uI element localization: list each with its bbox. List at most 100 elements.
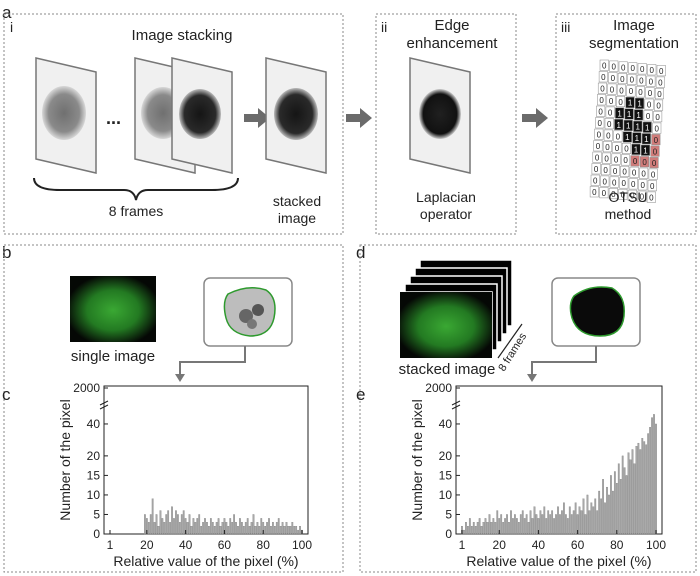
histogram-bar: [241, 522, 243, 535]
histogram-bar: [610, 475, 612, 535]
grid-cell-value: 0: [607, 120, 612, 129]
frames-label: 8 frames: [109, 203, 163, 219]
histogram-bar: [155, 514, 158, 535]
grid-cell: [601, 164, 611, 176]
grid-cell: [641, 133, 651, 145]
histogram-bar: [293, 526, 296, 535]
grid-cell: [625, 96, 635, 108]
histogram-bar: [584, 514, 587, 535]
grid-cell: [624, 108, 634, 120]
histogram-bar: [561, 510, 563, 535]
x-tick-label: 20: [140, 538, 154, 552]
histogram-bar: [217, 518, 220, 535]
grid-cell-value: 0: [611, 74, 616, 83]
grid-cell: [642, 121, 652, 133]
x-tick-label: 60: [571, 538, 585, 552]
grid-cell: [591, 163, 601, 175]
grid-cell: [599, 59, 609, 71]
histogram-bar: [180, 514, 183, 535]
grid-cell-value: 0: [641, 181, 646, 190]
histogram-bar: [144, 514, 146, 535]
histogram-bar: [264, 526, 267, 535]
histogram-bar: [533, 506, 536, 535]
histogram-bar: [209, 518, 212, 535]
histogram-bar: [598, 490, 601, 535]
grid-cell: [622, 131, 632, 143]
axis-break-mark: [451, 400, 461, 410]
histogram-bar: [213, 526, 216, 535]
grid-cell: [616, 84, 626, 96]
grid-cell-value: 1: [636, 111, 641, 120]
histogram-bar: [194, 522, 197, 535]
grid-cell-value: 1: [634, 146, 639, 155]
plot-frame: [455, 385, 663, 535]
grid-cell-value: 0: [623, 156, 628, 165]
histogram-bar: [169, 522, 171, 535]
step-ii-frame: [375, 13, 517, 235]
grid-cell: [647, 64, 657, 76]
grid-cell-value: 0: [592, 188, 597, 197]
x-tick-label: 80: [257, 538, 271, 552]
panel-letter-a: a: [2, 3, 12, 22]
histogram-bar: [161, 518, 164, 535]
histogram-bar: [270, 526, 272, 535]
grid-cell: [649, 157, 659, 169]
grid-cell-value: 0: [622, 179, 627, 188]
histogram-bar: [182, 510, 185, 535]
grid-cell-value: 0: [650, 182, 655, 191]
grid-cell-value: 0: [603, 166, 608, 175]
grid-cell-value: 0: [624, 145, 629, 154]
grid-cell-value: 0: [615, 144, 620, 153]
stacked-image-caption: stacked image: [399, 361, 496, 378]
histogram-bar: [613, 471, 616, 535]
grid-cell-value: 0: [650, 66, 655, 75]
histogram-bar: [547, 510, 550, 535]
grid-cell-value: 0: [603, 177, 608, 186]
grid-cell: [606, 95, 616, 107]
grid-cell: [629, 166, 639, 178]
grid-cell-value: 1: [637, 100, 642, 109]
histogram-bar: [171, 506, 173, 535]
histogram-bar: [531, 518, 534, 535]
histogram-bar: [165, 514, 168, 535]
grid-cell: [593, 140, 603, 152]
histogram-bar: [175, 510, 177, 535]
grid-cell-value: 0: [641, 170, 646, 179]
grid-cell-value: 0: [594, 165, 599, 174]
grid-cell: [635, 97, 645, 109]
grid-cell-value: 0: [633, 157, 638, 166]
grid-cell: [608, 72, 618, 84]
histogram-bar: [266, 522, 268, 535]
histogram-bar: [204, 518, 206, 535]
grid-cell-value: 0: [642, 158, 647, 167]
histogram-bar: [277, 518, 280, 535]
histogram-bar: [629, 459, 632, 535]
grid-cell-value: 1: [635, 134, 640, 143]
y-tick-label: 40: [439, 417, 453, 431]
histogram-bar: [219, 526, 222, 535]
laplacian-label-line2: operator: [420, 206, 472, 222]
histogram-bar: [625, 475, 628, 535]
grid-cell: [646, 75, 656, 87]
histogram-bar: [472, 522, 475, 535]
panel-letter-b: b: [2, 243, 11, 262]
histogram-bar: [606, 486, 608, 535]
stacked-images-pile: [399, 259, 513, 359]
grid-cell: [637, 63, 647, 75]
grid-cell-value: 0: [602, 189, 607, 198]
histogram-bar: [633, 463, 636, 535]
histogram-bar: [594, 498, 597, 535]
grid-cell: [614, 119, 624, 131]
grid-cell: [609, 60, 619, 72]
histogram-bar: [639, 449, 642, 535]
grid-cell-value: 1: [617, 109, 622, 118]
grid-cell-value: 1: [628, 99, 633, 108]
grid-cell-value: 0: [613, 167, 618, 176]
histogram-bar: [510, 510, 512, 535]
grid-cell-value: 0: [632, 169, 637, 178]
histogram-bar: [615, 483, 618, 535]
grid-cell: [619, 177, 629, 189]
grid-cell-value: 0: [640, 65, 645, 74]
step-i-frame: [3, 13, 344, 235]
